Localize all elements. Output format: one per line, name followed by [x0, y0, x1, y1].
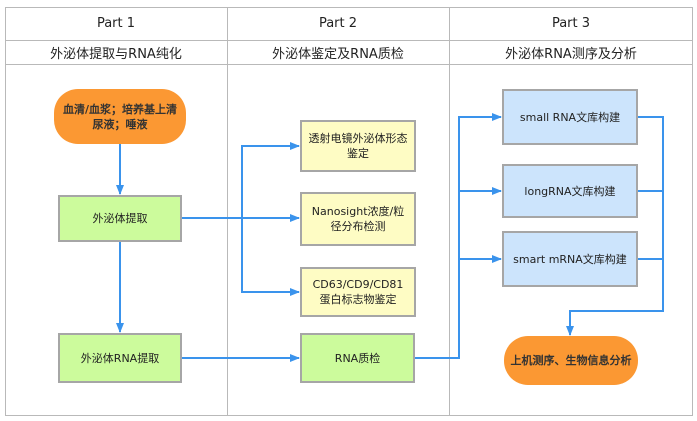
sequencing-analysis-node: 上机测序、生物信息分析: [504, 336, 638, 385]
long-rna-library-node: longRNA文库构建: [502, 164, 638, 218]
arrow-branch-to-tem: [241, 142, 300, 218]
rna-qc-node: RNA质检: [300, 333, 415, 383]
nanosight-detection-node: Nanosight浓度/粒 径分布检测: [300, 192, 416, 246]
smart-mrna-library-node: smart mRNA文库构建: [502, 231, 638, 287]
part2-title: 外泌体鉴定及RNA质检: [272, 46, 404, 62]
part2-header: Part 2: [318, 16, 358, 31]
arrow-qc-to-libraries: [415, 113, 502, 359]
small-rna-library-node: small RNA文库构建: [502, 89, 638, 145]
layout-table: [5, 7, 693, 416]
part1-title: 外泌体提取与RNA纯化: [50, 46, 182, 62]
row-divider: [5, 40, 693, 41]
protein-marker-node: CD63/CD9/CD81 蛋白标志物鉴定: [300, 267, 416, 317]
exosome-rna-extraction-node: 外泌体RNA提取: [58, 333, 182, 383]
connector-libraries-merge: [566, 116, 664, 336]
part3-header: Part 3: [551, 16, 591, 31]
part1-header: Part 1: [96, 16, 136, 31]
sample-source-node: 血清/血浆；培养基上清 尿液；唾液: [54, 89, 186, 144]
part3-title: 外泌体RNA测序及分析: [505, 46, 637, 62]
arrow-branch-to-cd-markers: [241, 218, 300, 296]
tem-identification-node: 透射电镜外泌体形态 鉴定: [300, 120, 416, 172]
exosome-extraction-node: 外泌体提取: [58, 195, 182, 242]
row-divider: [5, 64, 693, 65]
column-divider: [449, 7, 450, 416]
column-divider: [227, 7, 228, 416]
